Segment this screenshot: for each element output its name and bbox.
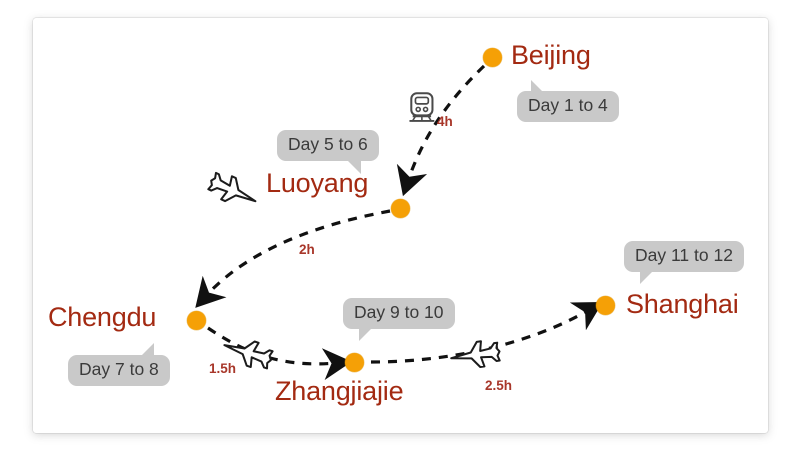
leg-duration-chengdu-zhangjiajie: 1.5h bbox=[209, 361, 237, 376]
city-label-shanghai: Shanghai bbox=[626, 289, 739, 319]
day-bubble-text: Day 11 to 12 bbox=[635, 245, 733, 265]
leg-duration-zhangjiajie-shanghai: 2.5h bbox=[485, 378, 513, 393]
day-bubble-text: Day 5 to 6 bbox=[288, 134, 368, 154]
day-bubble-chengdu: Day 7 to 8 bbox=[68, 343, 170, 386]
day-bubble-luoyang: Day 5 to 6 bbox=[277, 130, 379, 174]
bubble-tail-icon bbox=[139, 343, 154, 357]
city-label-beijing: Beijing bbox=[511, 40, 591, 70]
leg-duration-beijing-luoyang: 4h bbox=[437, 114, 453, 129]
stop-dot-chengdu[interactable] bbox=[187, 311, 206, 330]
city-label-chengdu: Chengdu bbox=[48, 302, 157, 332]
day-bubble-shanghai: Day 11 to 12 bbox=[624, 241, 744, 284]
stop-dot-luoyang[interactable] bbox=[391, 199, 410, 218]
city-label-zhangjiajie: Zhangjiajie bbox=[275, 376, 404, 406]
city-label-luoyang: Luoyang bbox=[266, 168, 369, 198]
bubble-tail-icon bbox=[346, 159, 361, 174]
stop-dot-shanghai[interactable] bbox=[596, 296, 615, 315]
bubble-tail-icon bbox=[640, 270, 653, 284]
bubble-tail-icon bbox=[531, 80, 544, 93]
stop-dot-zhangjiajie[interactable] bbox=[345, 353, 364, 372]
day-bubble-text: Day 9 to 10 bbox=[354, 302, 444, 322]
stop-dot-beijing[interactable] bbox=[483, 48, 502, 67]
day-bubble-zhangjiajie: Day 9 to 10 bbox=[343, 298, 455, 341]
bubble-tail-icon bbox=[359, 327, 372, 341]
day-bubble-text: Day 1 to 4 bbox=[528, 95, 608, 115]
day-bubble-text: Day 7 to 8 bbox=[79, 359, 159, 379]
day-bubble-beijing: Day 1 to 4 bbox=[517, 80, 619, 122]
leg-duration-luoyang-chengdu: 2h bbox=[299, 242, 315, 257]
